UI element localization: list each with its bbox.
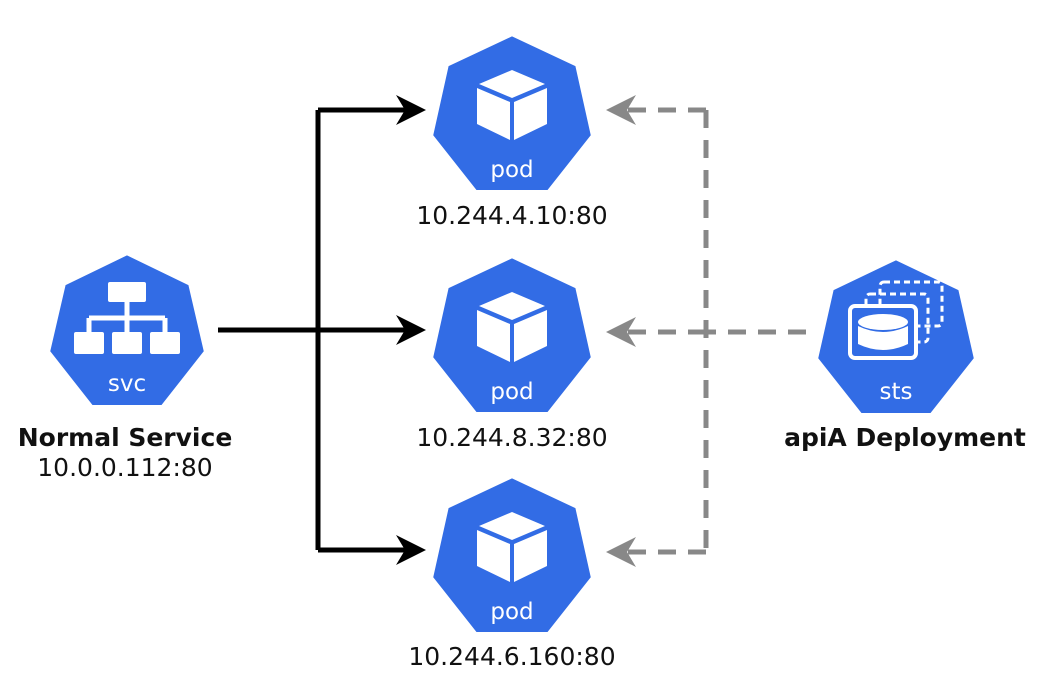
deployment-name: apiA Deployment (784, 423, 1026, 452)
cube-icon (477, 512, 547, 582)
pod-heptagon (427, 252, 597, 418)
service-address: 10.0.0.112:80 (37, 453, 212, 482)
service-connectors (218, 95, 426, 565)
cube-icon (477, 70, 547, 140)
pod-icon-label: pod (490, 599, 533, 625)
pod-address-3: 10.244.6.160:80 (408, 642, 615, 671)
pod-address-1: 10.244.4.10:80 (416, 201, 607, 230)
pod-icon-label: pod (490, 379, 533, 405)
service-name: Normal Service (18, 423, 233, 452)
deployment-icon-label: sts (880, 379, 913, 405)
pod-node-2: pod (427, 252, 597, 418)
service-node: svc (44, 249, 210, 411)
pod-address-2: 10.244.8.32:80 (416, 423, 607, 452)
pod-node-3: pod (427, 472, 597, 638)
stacked-storage-icon (848, 280, 944, 360)
deployment-connectors (606, 95, 806, 567)
deployment-node: sts (812, 254, 980, 419)
pod-heptagon (427, 30, 597, 196)
network-topology-icon (74, 282, 180, 354)
pod-node-1: pod (427, 30, 597, 196)
pod-heptagon (427, 472, 597, 638)
pod-icon-label: pod (490, 157, 533, 183)
service-icon-label: svc (108, 371, 146, 397)
cube-icon (477, 292, 547, 362)
